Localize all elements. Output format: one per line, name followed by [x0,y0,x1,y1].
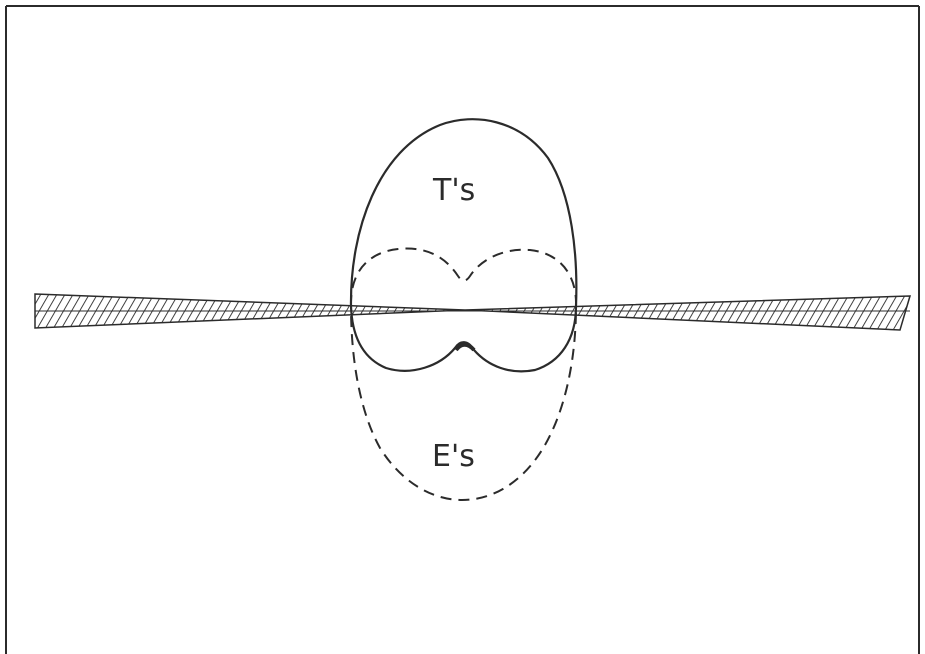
t-region-label: T's [432,173,475,208]
hatched-surface [34,293,912,331]
e-region-label: E's [432,439,475,474]
t-region-notch [454,342,476,352]
figure-frame [5,5,920,654]
t-region-outline [349,118,578,373]
e-region-outline [349,247,578,502]
